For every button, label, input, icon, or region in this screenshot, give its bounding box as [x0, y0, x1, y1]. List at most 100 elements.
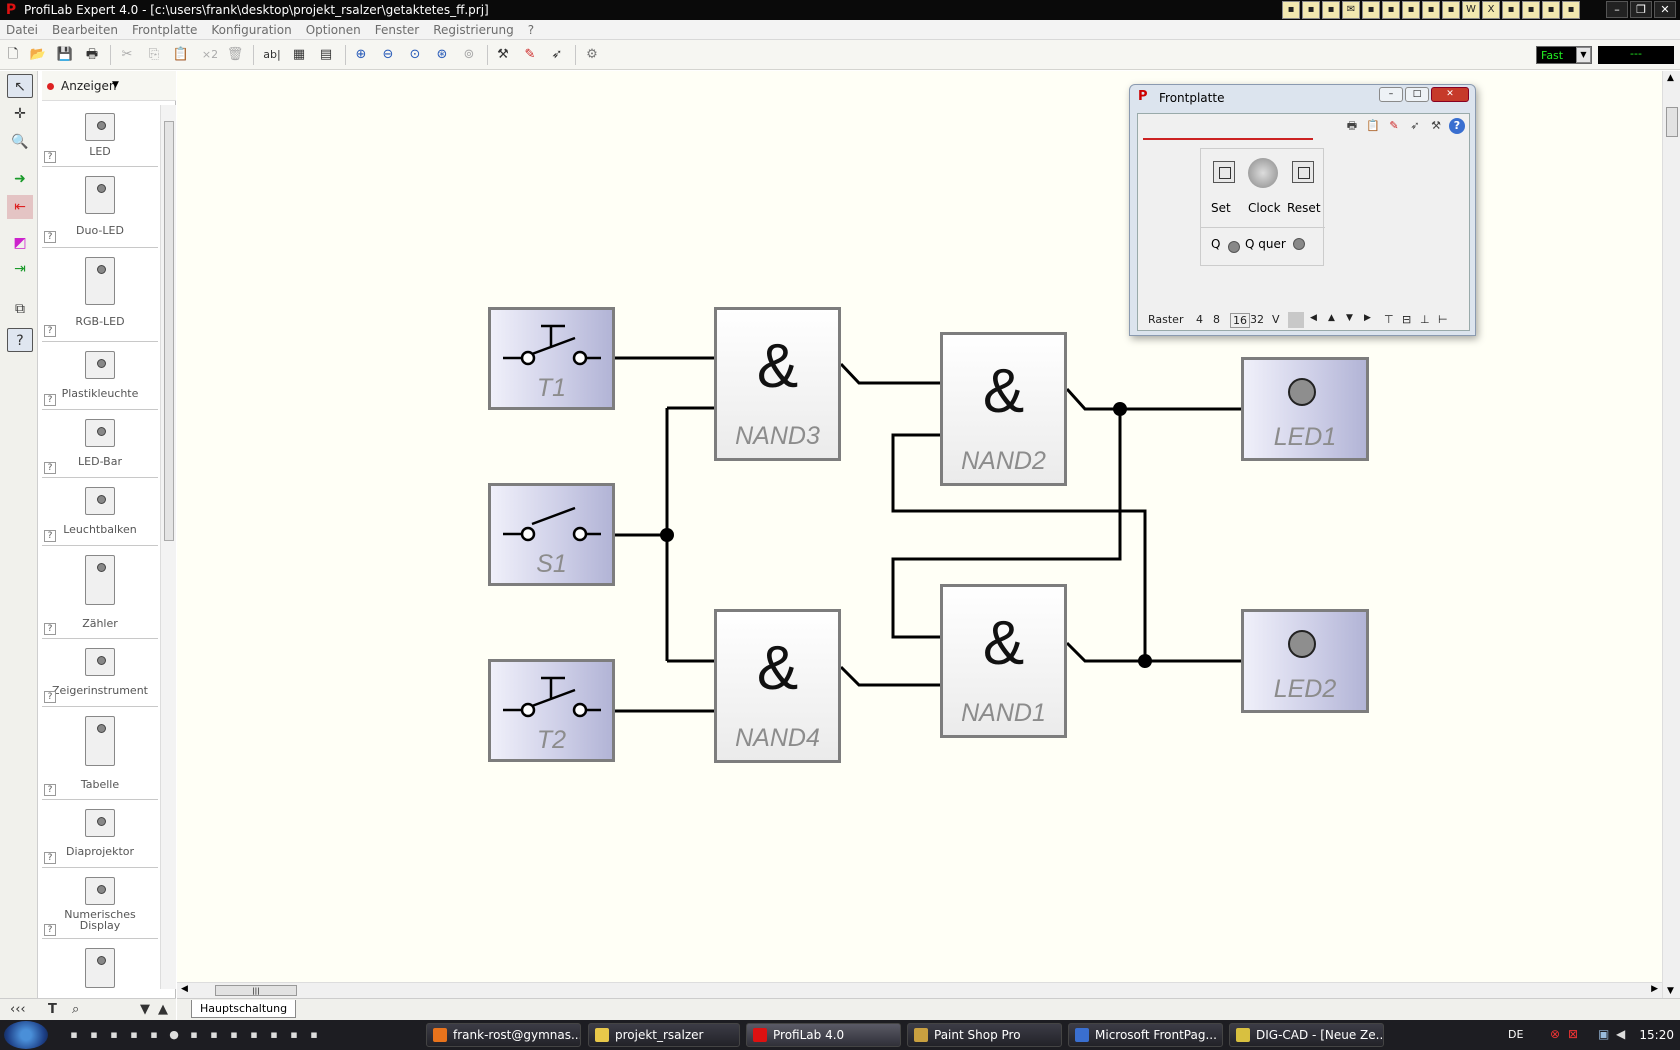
- scroll-thumb[interactable]: [164, 121, 174, 541]
- app-icon[interactable]: ▪: [1562, 1, 1580, 19]
- scroll-down-icon[interactable]: ▼: [1667, 986, 1674, 996]
- excel-icon[interactable]: X: [1482, 1, 1500, 19]
- zoom-out-icon[interactable]: ⊖: [382, 47, 394, 62]
- network-icon[interactable]: ▣: [1598, 1027, 1610, 1041]
- run-icon[interactable]: ➶: [551, 47, 563, 62]
- tab-hauptschaltung[interactable]: Hauptschaltung: [191, 1000, 297, 1018]
- help-icon[interactable]: ?: [1449, 118, 1465, 134]
- cut-icon[interactable]: ✂: [121, 47, 133, 62]
- minimize-button[interactable]: –: [1606, 1, 1628, 18]
- app-icon[interactable]: ▪: [1542, 1, 1560, 19]
- grid-32-button[interactable]: 32: [1250, 313, 1264, 326]
- quicklaunch-icon[interactable]: ▪: [70, 1028, 78, 1041]
- duplicate-button[interactable]: ×2: [201, 48, 219, 61]
- word-icon[interactable]: W: [1462, 1, 1480, 19]
- align-bottom-icon[interactable]: ⊥: [1420, 313, 1430, 326]
- menu-registrierung[interactable]: Registrierung: [433, 22, 514, 37]
- probe-icon[interactable]: ✎: [1389, 119, 1399, 132]
- led-led2[interactable]: LED2: [1241, 609, 1369, 713]
- app-icon[interactable]: ▪: [1322, 1, 1340, 19]
- frontplatte-window[interactable]: P Frontplatte – □ ✕ 🖶 📋 ✎ ➶ ⚒ ? Set Cloc…: [1129, 84, 1476, 336]
- help-icon[interactable]: ?: [44, 924, 56, 936]
- start-button[interactable]: [4, 1021, 48, 1049]
- green-arrow-icon[interactable]: ➜: [14, 171, 26, 187]
- help-icon[interactable]: ?: [44, 691, 56, 703]
- quicklaunch-icon[interactable]: ▪: [130, 1028, 138, 1041]
- probe-icon[interactable]: ✎: [524, 47, 536, 62]
- align-left-icon[interactable]: ⊢: [1438, 313, 1448, 326]
- zoom-all-icon[interactable]: ⊛: [436, 47, 448, 62]
- palette-item-diaprojektor[interactable]: Diaprojektor ?: [42, 801, 158, 868]
- save-icon[interactable]: 💾: [56, 47, 74, 62]
- open-folder-icon[interactable]: 📂: [29, 47, 47, 62]
- app-icon[interactable]: ▪: [1382, 1, 1400, 19]
- text-tool-button[interactable]: ab|: [263, 48, 281, 61]
- arrow-down-icon[interactable]: ▼: [1346, 313, 1353, 323]
- help-icon[interactable]: ?: [44, 325, 56, 337]
- scroll-thumb[interactable]: |||: [215, 985, 297, 996]
- palette-item-numerisches-display[interactable]: Numerisches Display ?: [42, 869, 158, 939]
- v-button[interactable]: V: [1272, 313, 1280, 326]
- task-profilab[interactable]: ProfiLab 4.0: [746, 1023, 901, 1047]
- close-button[interactable]: ✕: [1431, 87, 1469, 102]
- firefox-icon[interactable]: ●: [169, 1028, 179, 1041]
- menu-frontplatte[interactable]: Frontplatte: [131, 22, 198, 37]
- arrow-up-icon[interactable]: ▲: [1328, 313, 1335, 323]
- grid-8-button[interactable]: 8: [1213, 313, 1220, 326]
- grid-16-button[interactable]: 16: [1230, 313, 1250, 328]
- help-icon[interactable]: ?: [44, 151, 56, 163]
- print-icon[interactable]: 🖶: [1346, 119, 1358, 132]
- zoom-in-icon[interactable]: ⊕: [355, 47, 367, 62]
- app-icon[interactable]: ▪: [1402, 1, 1420, 19]
- app-icon[interactable]: ▪: [1522, 1, 1540, 19]
- quicklaunch-icon[interactable]: ▪: [290, 1028, 298, 1041]
- align-middle-icon[interactable]: ⊟: [1402, 313, 1412, 326]
- compile-icon[interactable]: ⚒: [1431, 119, 1441, 132]
- quicklaunch-icon[interactable]: ▪: [250, 1028, 258, 1041]
- quicklaunch-icon[interactable]: ▪: [210, 1028, 218, 1041]
- clock[interactable]: 15:20: [1639, 1028, 1674, 1042]
- help-icon[interactable]: ?: [44, 852, 56, 864]
- run-icon[interactable]: ➶: [1410, 119, 1420, 132]
- maximize-button[interactable]: ❐: [1630, 1, 1652, 18]
- palette-item-led-bar[interactable]: LED-Bar ?: [42, 411, 158, 478]
- palette-item-plastikleuchte[interactable]: Plastikleuchte ?: [42, 343, 158, 410]
- paste-icon[interactable]: 📋: [172, 47, 190, 62]
- arrow-down-icon[interactable]: ▼: [140, 1002, 150, 1017]
- menu-optionen[interactable]: Optionen: [305, 22, 361, 37]
- quicklaunch-icon[interactable]: ▪: [270, 1028, 278, 1041]
- new-file-icon[interactable]: 🗋: [7, 47, 19, 62]
- palette-item-duo-led[interactable]: Duo-LED ?: [42, 168, 158, 248]
- input-icon[interactable]: ⇥: [14, 261, 26, 277]
- quicklaunch-icon[interactable]: ▪: [110, 1028, 118, 1041]
- palette-item-zaehler[interactable]: Zähler ?: [42, 547, 158, 639]
- menu-konfiguration[interactable]: Konfiguration: [211, 22, 292, 37]
- set-button[interactable]: [1213, 161, 1235, 183]
- tray-icon[interactable]: ⊗: [1550, 1027, 1561, 1041]
- text-icon[interactable]: T: [48, 1002, 57, 1017]
- palette-item-rgb-led[interactable]: RGB-LED ?: [42, 249, 158, 342]
- quicklaunch-icon[interactable]: ▪: [150, 1028, 158, 1041]
- menu-help[interactable]: ?: [527, 22, 535, 37]
- align-top-icon[interactable]: ⊤: [1384, 313, 1394, 326]
- arrow-left-icon[interactable]: ◀: [1310, 313, 1317, 323]
- grid-icon[interactable]: ▦: [292, 47, 306, 62]
- language-indicator[interactable]: DE: [1508, 1028, 1524, 1041]
- close-button[interactable]: ✕: [1654, 1, 1676, 18]
- palette-item-leuchtbalken[interactable]: Leuchtbalken ?: [42, 479, 158, 546]
- arrow-right-icon[interactable]: ▶: [1364, 313, 1371, 323]
- gate-nand4[interactable]: & NAND4: [714, 609, 841, 763]
- app-icon[interactable]: ▪: [1502, 1, 1520, 19]
- paste-icon[interactable]: 📋: [1366, 119, 1380, 132]
- scroll-up-icon[interactable]: ▲: [1667, 73, 1674, 83]
- app-icon[interactable]: ▪: [1282, 1, 1300, 19]
- settings-gear-icon[interactable]: ⚙: [586, 47, 598, 62]
- help-icon[interactable]: ?: [44, 394, 56, 406]
- magnifier-icon[interactable]: 🔍: [11, 134, 29, 150]
- menu-datei[interactable]: Datei: [6, 22, 39, 37]
- tray-icon[interactable]: ⊠: [1568, 1027, 1579, 1041]
- led-led1[interactable]: LED1: [1241, 357, 1369, 461]
- connect-icon[interactable]: ⧉: [15, 301, 25, 317]
- palette-scrollbar[interactable]: [160, 105, 176, 989]
- print-icon[interactable]: 🖶: [85, 47, 99, 62]
